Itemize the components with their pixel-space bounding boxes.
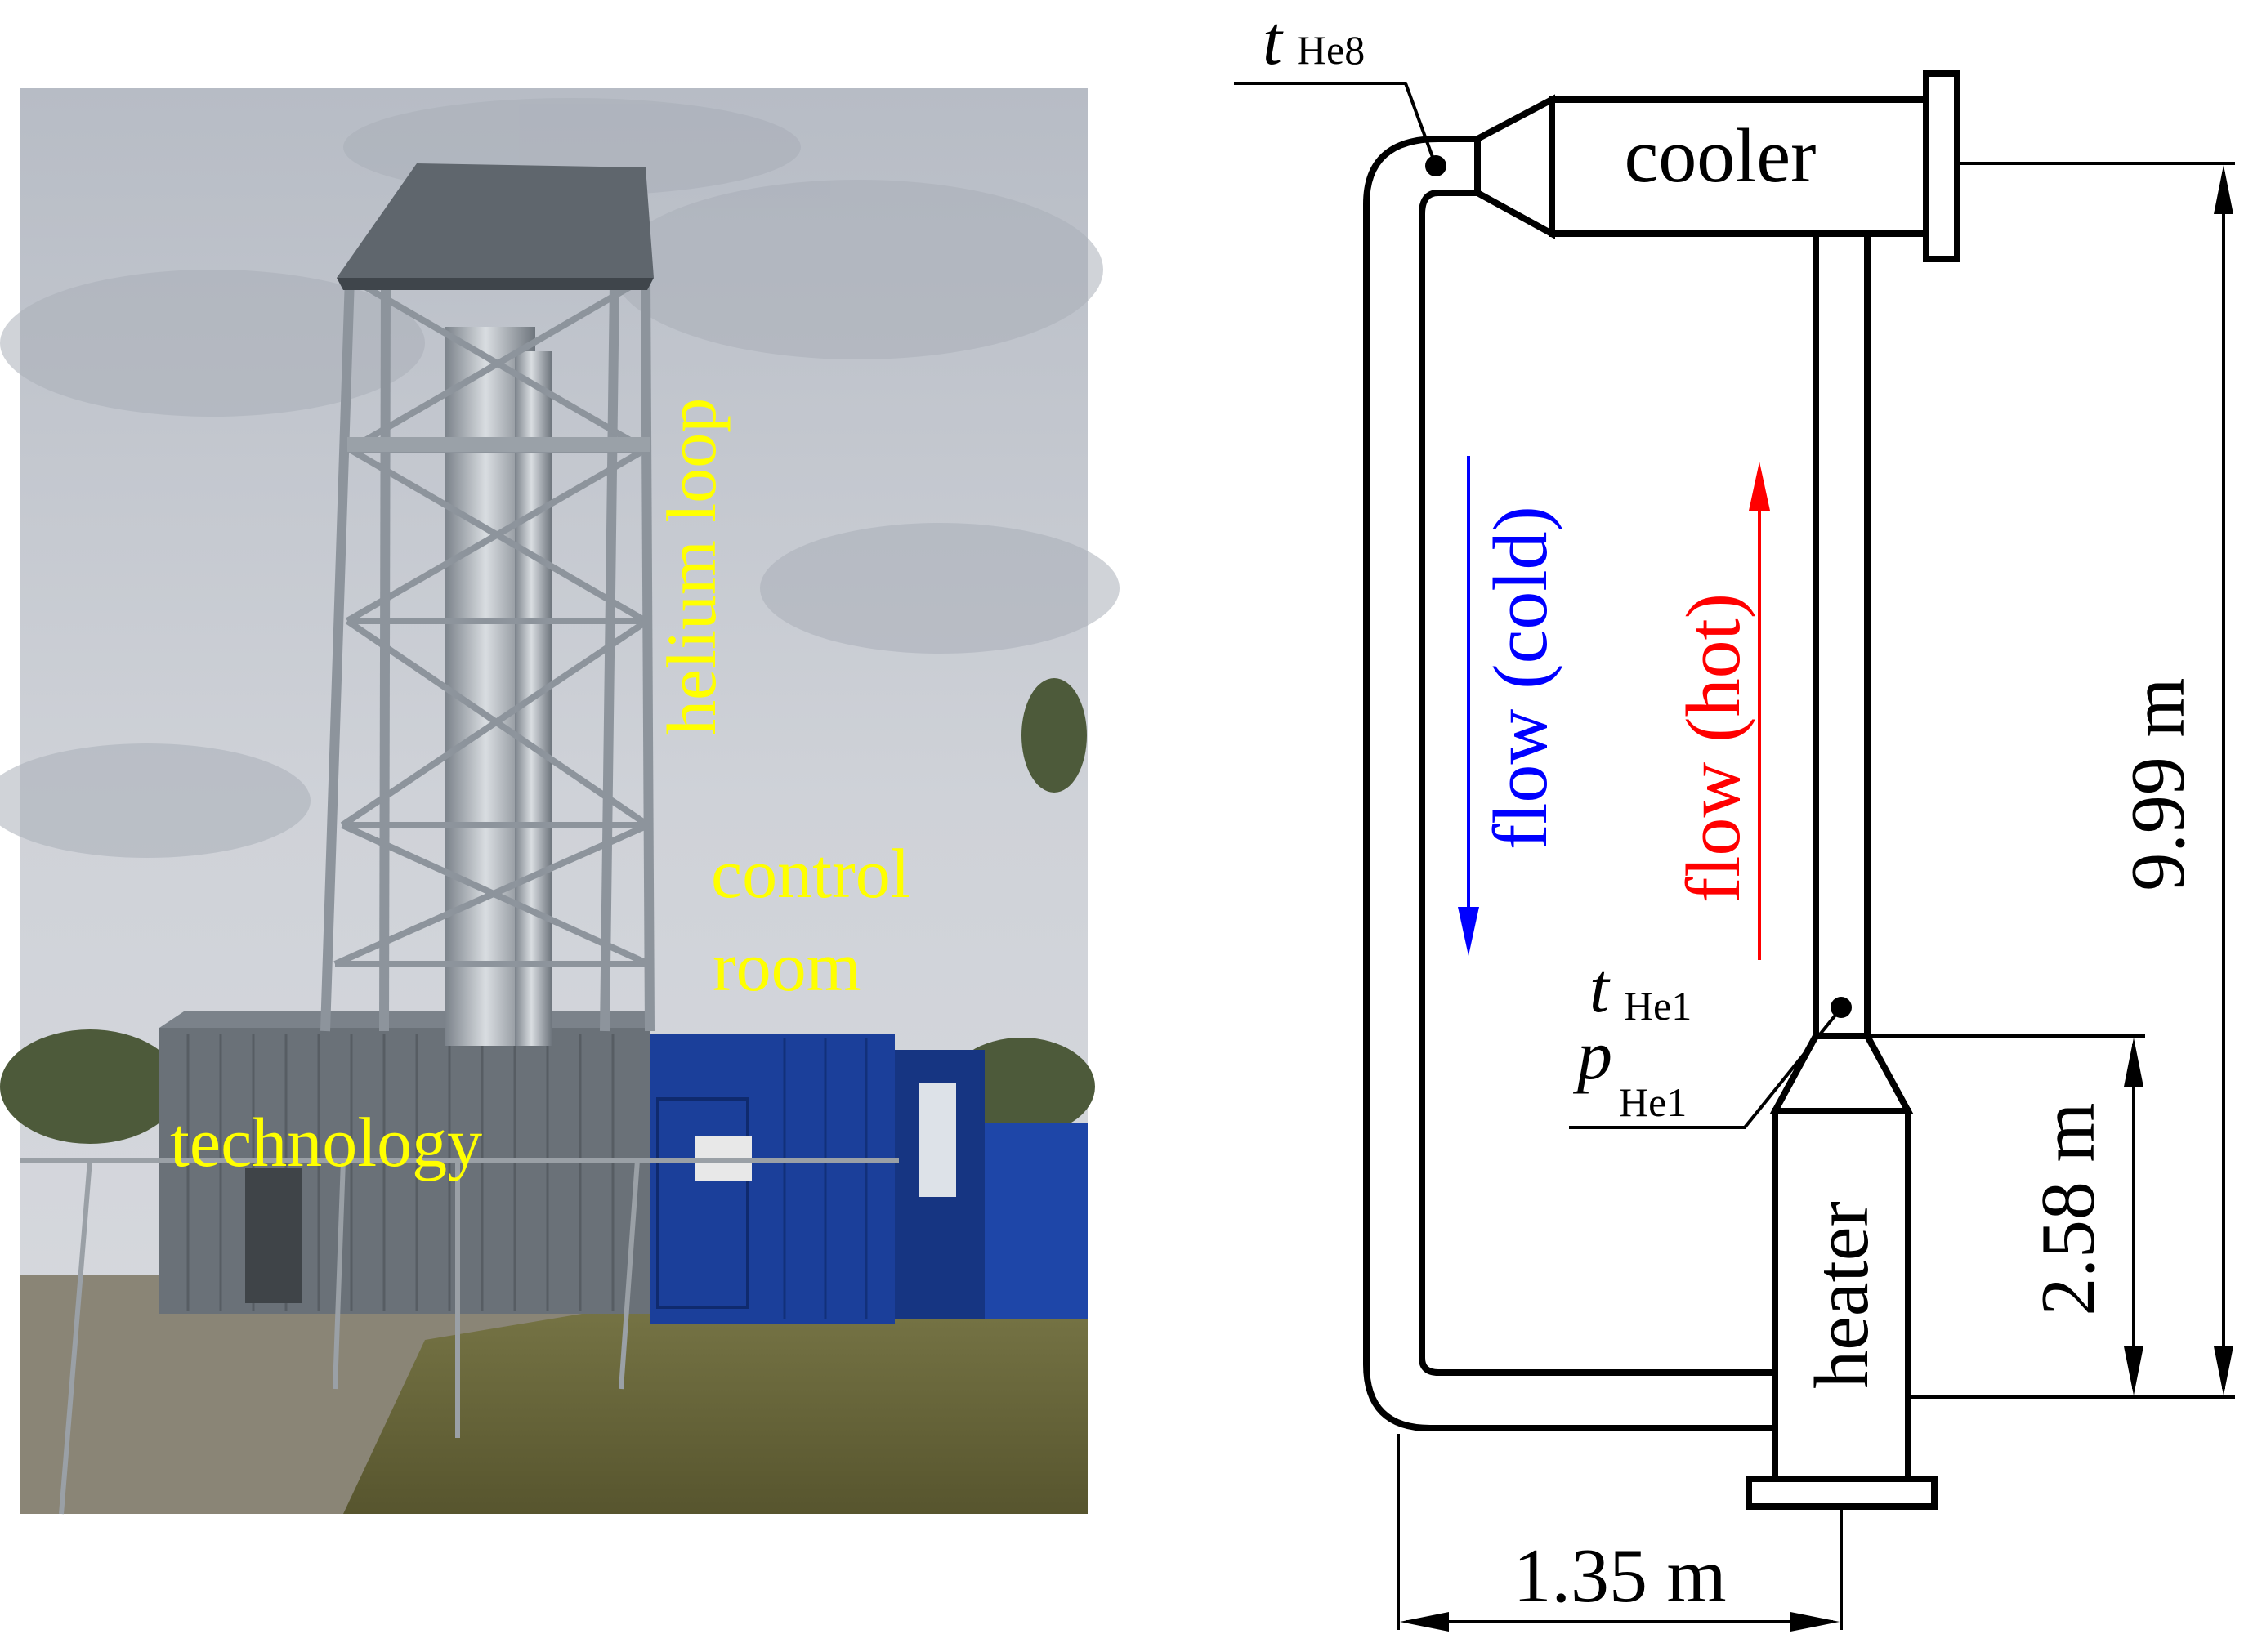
- cloud-shapes: [0, 98, 1120, 858]
- heater-cone: [1769, 1033, 1914, 1114]
- hot-flow-arrowhead: [1749, 462, 1770, 511]
- hot-flow-label: flow(hot): [1671, 593, 1756, 903]
- control-room-label-line2: room: [713, 927, 861, 1006]
- fence: [20, 1158, 899, 1515]
- cooler-flange: [1923, 70, 1960, 262]
- technology-label: technology: [170, 1103, 482, 1181]
- cold-flow-label: flow(cold): [1478, 506, 1563, 850]
- heater-label: heater: [1799, 1201, 1884, 1389]
- t-he8-leader: [1234, 82, 1437, 167]
- width-arrow-left: [1400, 1612, 1449, 1632]
- p-he1-leader: [1569, 1007, 1842, 1129]
- photo-frame: helium loop control room technology: [0, 88, 1120, 1515]
- cooler-nozzle: [1474, 94, 1555, 239]
- heater-height-arrow-top: [2124, 1038, 2143, 1087]
- heater-height-dimension-label: 2.58 m: [2026, 1102, 2111, 1315]
- cooler-label: cooler: [1625, 114, 1817, 199]
- heater-flange: [1746, 1476, 1938, 1510]
- helium-loop-tower: [320, 163, 655, 1046]
- cold-flow-arrowhead: [1458, 907, 1479, 956]
- control-room-container: [650, 1034, 1088, 1324]
- heater-height-arrow-bottom: [2124, 1346, 2143, 1395]
- width-dimension-label: 1.35 m: [1513, 1534, 1726, 1619]
- p-he1-label: pHe1: [1572, 1016, 1687, 1125]
- helium-loop-label: helium loop: [652, 398, 731, 735]
- total-height-dimension-label: 9.99 m: [2116, 677, 2201, 891]
- t-he1-sensor-dot: [1831, 997, 1852, 1018]
- grass: [343, 1258, 1088, 1514]
- total-height-arrow-bottom: [2214, 1346, 2233, 1395]
- control-room-label-line1: control: [711, 834, 910, 913]
- loop-pipe-inner: [1419, 190, 1775, 1376]
- width-arrow-right: [1790, 1612, 1840, 1632]
- t-he8-sensor-dot: [1425, 155, 1446, 176]
- loop-pipe-outer: [1363, 136, 1775, 1431]
- total-height-arrow-top: [2214, 165, 2233, 214]
